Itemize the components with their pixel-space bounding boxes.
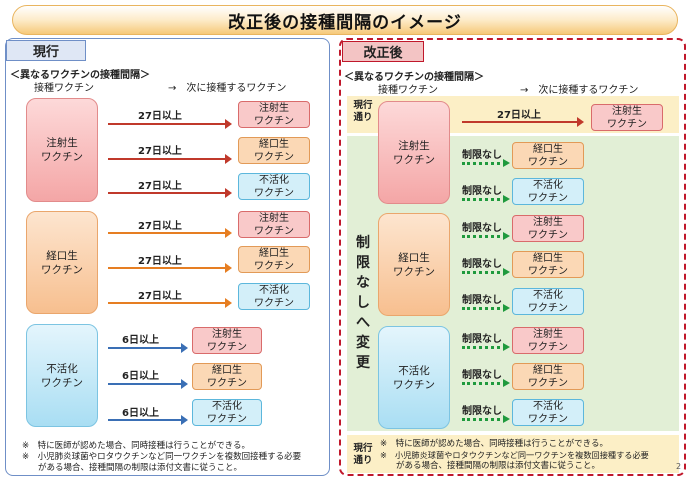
- arrow: [462, 268, 510, 276]
- target-vaccine: 不活化 ワクチン: [238, 173, 310, 200]
- target-vaccine: 不活化 ワクチン: [238, 283, 310, 310]
- interval-label: 制限なし: [462, 223, 502, 234]
- note-line: がある場合、接種間隔の制限は添付文書に従うこと。: [38, 463, 243, 473]
- target-vaccine: 経口生 ワクチン: [512, 251, 584, 278]
- interval-label: 27日以上: [138, 291, 182, 302]
- left-group-inactivated: 不活化 ワクチン: [26, 324, 98, 427]
- right-group-oral: 経口生 ワクチン: [378, 213, 450, 316]
- right-group-inactivated: 不活化 ワクチン: [378, 326, 450, 429]
- note-line: がある場合、接種間隔の制限は添付文書に従うこと。: [396, 461, 601, 471]
- interval-label: 6日以上: [122, 371, 159, 382]
- interval-label: 制限なし: [462, 259, 502, 270]
- arrow: [108, 188, 232, 198]
- change-label: 制 限 な し へ 変 更: [356, 235, 370, 371]
- target-vaccine: 注射生 ワクチン: [591, 104, 663, 131]
- arrow: [108, 343, 188, 353]
- interval-label: 27日以上: [138, 146, 182, 157]
- arrow: [462, 415, 510, 423]
- interval-label: 制限なし: [462, 370, 502, 381]
- target-vaccine: 経口生 ワクチン: [192, 363, 262, 390]
- target-vaccine: 経口生 ワクチン: [512, 142, 584, 169]
- left-col-to: → 次に接種するワクチン: [168, 83, 287, 94]
- target-vaccine: 経口生 ワクチン: [238, 137, 310, 164]
- interval-label: 制限なし: [462, 295, 502, 306]
- interval-label: 27日以上: [497, 110, 541, 121]
- revised-panel: [339, 38, 686, 476]
- left-col-from: 接種ワクチン: [34, 83, 94, 94]
- arrow: [462, 117, 584, 127]
- arrow: [108, 154, 232, 164]
- target-vaccine: 経口生 ワクチン: [238, 246, 310, 273]
- arrow: [108, 228, 232, 238]
- arrow: [108, 119, 232, 129]
- target-vaccine: 不活化 ワクチン: [512, 399, 584, 426]
- arrow: [108, 379, 188, 389]
- interval-label: 27日以上: [138, 111, 182, 122]
- note-line: ※ 特に医師が認めた場合、同時接種は行うことができる。: [380, 439, 608, 449]
- arrow: [108, 298, 232, 308]
- interval-label: 制限なし: [462, 406, 502, 417]
- target-vaccine: 不活化 ワクチン: [192, 399, 262, 426]
- revised-tag: 改正後: [342, 41, 424, 62]
- arrow: [108, 415, 188, 425]
- note-line: ※ 小児肺炎球菌やロタウクチンなど同一ワクチンを複数回接種する必要: [22, 452, 302, 462]
- page-title: 改正後の接種間隔のイメージ: [228, 12, 462, 33]
- interval-label: 27日以上: [138, 256, 182, 267]
- target-vaccine: 不活化 ワクチン: [512, 288, 584, 315]
- arrow: [462, 232, 510, 240]
- interval-label: 6日以上: [122, 335, 159, 346]
- current-panel: [5, 38, 330, 476]
- target-vaccine: 注射生 ワクチン: [512, 327, 584, 354]
- interval-label: 制限なし: [462, 334, 502, 345]
- arrow: [108, 263, 232, 273]
- interval-label: 制限なし: [462, 150, 502, 161]
- right-col-from: 接種ワクチン: [378, 85, 438, 96]
- right-subheading: ＜異なるワクチンの接種間隔＞: [344, 72, 484, 83]
- note-line: ※ 特に医師が認めた場合、同時接種は行うことができる。: [22, 441, 250, 451]
- target-vaccine: 注射生 ワクチン: [238, 211, 310, 238]
- notes-band: [347, 435, 679, 473]
- interval-label: 27日以上: [138, 181, 182, 192]
- target-vaccine: 経口生 ワクチン: [512, 363, 584, 390]
- arrow: [462, 343, 510, 351]
- note-line: ※ 小児肺炎球菌やロタウクチンなど同一ワクチンを複数回接種する必要: [380, 450, 649, 460]
- title-banner: 改正後の接種間隔のイメージ: [12, 5, 678, 35]
- arrow: [462, 304, 510, 312]
- target-vaccine: 注射生 ワクチン: [192, 327, 262, 354]
- right-group-injectable: 注射生 ワクチン: [378, 101, 450, 204]
- interval-label: 6日以上: [122, 408, 159, 419]
- current-label: 現行 通り: [353, 100, 373, 123]
- left-group-oral: 経口生 ワクチン: [26, 211, 98, 314]
- right-col-to: → 次に接種するワクチン: [520, 85, 639, 96]
- target-vaccine: 注射生 ワクチン: [512, 215, 584, 242]
- left-subheading: ＜異なるワクチンの接種間隔＞: [10, 70, 150, 81]
- current-tag: 現行: [6, 40, 86, 61]
- arrow: [462, 159, 510, 167]
- arrow: [462, 195, 510, 203]
- arrow: [462, 379, 510, 387]
- left-group-injectable: 注射生 ワクチン: [26, 98, 98, 202]
- interval-label: 制限なし: [462, 186, 502, 197]
- target-vaccine: 不活化 ワクチン: [512, 178, 584, 205]
- notes-current-label: 現行 通り: [353, 443, 373, 466]
- page-number: 2: [676, 462, 682, 471]
- interval-label: 27日以上: [138, 221, 182, 232]
- target-vaccine: 注射生 ワクチン: [238, 101, 310, 128]
